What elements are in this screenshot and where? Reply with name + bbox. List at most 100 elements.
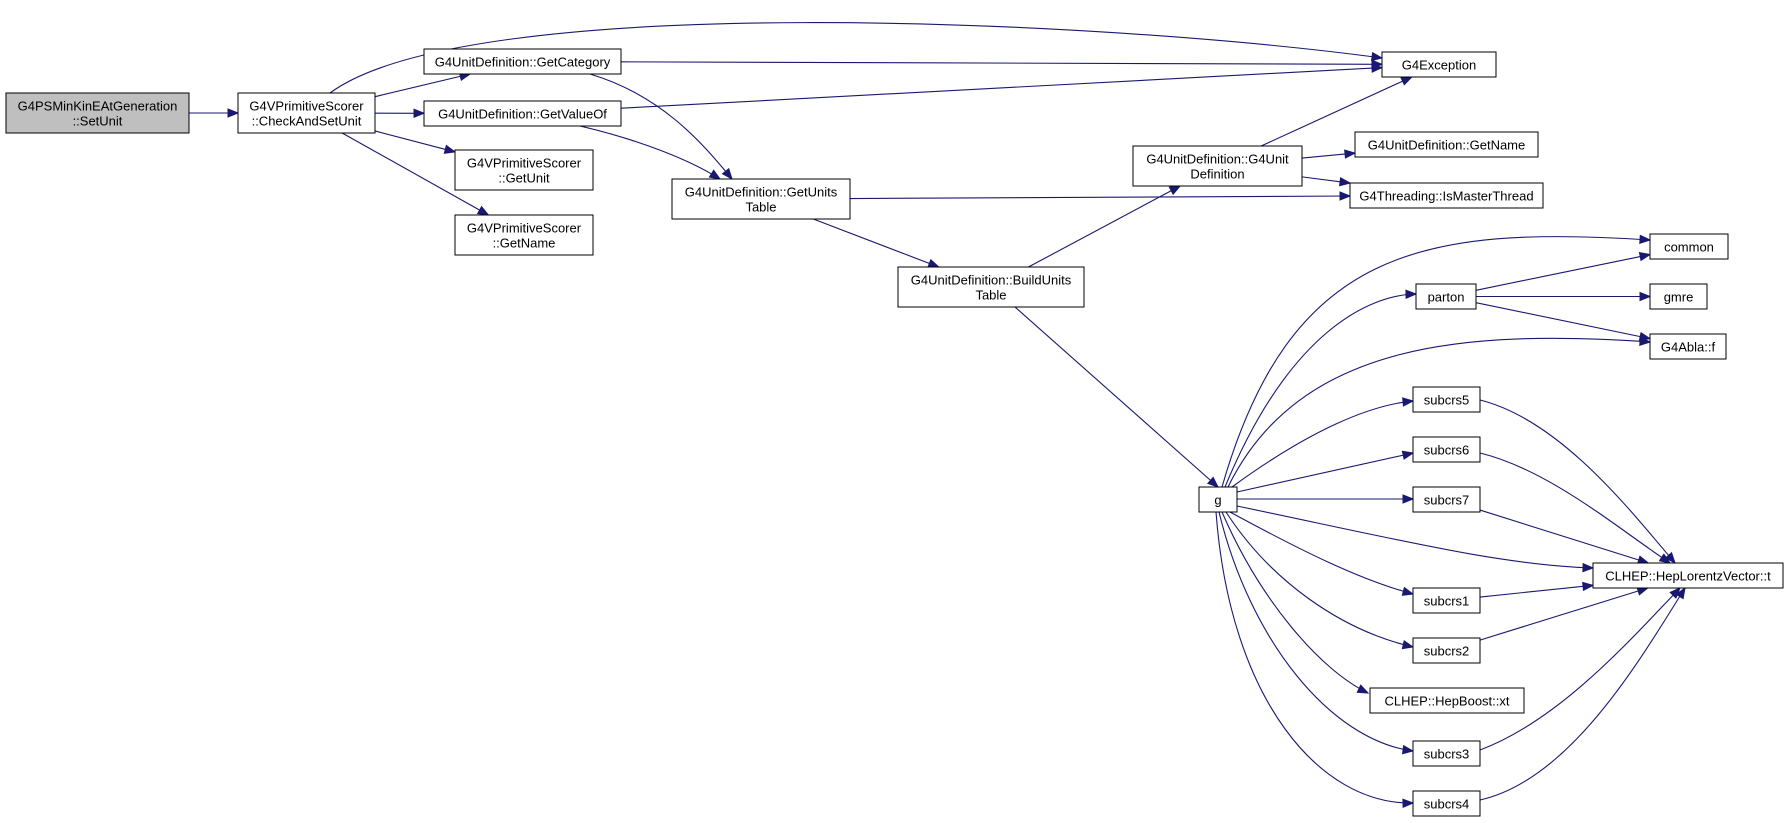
node-box (1381, 51, 1497, 78)
node-box (671, 178, 851, 220)
edge-line (589, 73, 733, 180)
node-label: G4UnitDefinition::GetCategory (435, 55, 611, 70)
node-subcrs6[interactable]: subcrs6 (1412, 436, 1481, 463)
node-subcrs7[interactable]: subcrs7 (1412, 486, 1481, 513)
node-label: Definition (1190, 167, 1244, 182)
node-g4abla-f[interactable]: G4Abla::f (1649, 333, 1727, 360)
node-label: G4VPrimitiveScorer (467, 221, 582, 236)
node-heplorentzvector-t[interactable]: CLHEP::HepLorentzVector::t (1592, 562, 1784, 589)
node-subcrs2[interactable]: subcrs2 (1412, 637, 1481, 664)
node-getname-scorer[interactable]: G4VPrimitiveScorer::GetName (454, 214, 594, 256)
node-gmre[interactable]: gmre (1649, 283, 1708, 310)
edge-subcrs7-to-heplorentzvector-t (1479, 509, 1650, 565)
node-common[interactable]: common (1649, 233, 1729, 260)
arrowhead (413, 108, 426, 118)
edge-line (1028, 185, 1181, 268)
node-getvalueof[interactable]: G4UnitDefinition::GetValueOf (423, 100, 622, 127)
node-box (454, 214, 594, 256)
node-label: gmre (1664, 290, 1694, 305)
node-box (1412, 386, 1481, 413)
node-getunit[interactable]: G4VPrimitiveScorer::GetUnit (454, 149, 594, 191)
edge-subcrs2-to-heplorentzvector-t (1479, 586, 1650, 641)
node-label: G4UnitDefinition::GetName (1368, 138, 1526, 153)
edge-g-to-parton (1224, 289, 1418, 488)
edge-line (1260, 76, 1412, 147)
node-label: CLHEP::HepLorentzVector::t (1605, 569, 1771, 584)
node-root[interactable]: G4PSMinKinEAtGeneration::SetUnit (5, 92, 190, 134)
node-label: G4Exception (1402, 58, 1476, 73)
edge-g4unitdefinition-to-getname-unitdef (1301, 149, 1357, 159)
edge-g-to-subcrs5 (1231, 397, 1415, 488)
node-label: subcrs3 (1424, 747, 1470, 762)
node-label: G4Abla::f (1661, 340, 1716, 355)
node-label: G4VPrimitiveScorer (467, 156, 582, 171)
edge-line (813, 218, 939, 268)
node-box (1415, 283, 1477, 310)
node-label: subcrs5 (1424, 393, 1470, 408)
arrowhead (1339, 191, 1352, 201)
node-box (5, 92, 190, 134)
node-ismasterthread[interactable]: G4Threading::IsMasterThread (1349, 182, 1544, 209)
edge-line (849, 195, 1351, 200)
arrowhead (1638, 331, 1652, 342)
arrowhead (1371, 63, 1384, 73)
node-label: Table (745, 200, 776, 215)
node-g[interactable]: g (1198, 486, 1238, 513)
node-label: ::GetName (493, 236, 556, 251)
node-label: subcrs7 (1424, 493, 1470, 508)
node-subcrs3[interactable]: subcrs3 (1412, 740, 1481, 767)
arrowhead (1400, 76, 1413, 86)
node-label: ::SetUnit (73, 114, 123, 129)
edge-line (1224, 293, 1417, 488)
arrowhead (708, 169, 722, 180)
node-label: G4Threading::IsMasterThread (1359, 189, 1533, 204)
edge-line (1479, 587, 1686, 801)
arrowhead (721, 167, 733, 181)
call-edges (189, 22, 1686, 808)
arrowhead (1370, 51, 1384, 62)
node-g4exception[interactable]: G4Exception (1381, 51, 1497, 78)
node-subcrs5[interactable]: subcrs5 (1412, 386, 1481, 413)
node-label: G4UnitDefinition::GetUnits (685, 185, 838, 200)
edge-g-to-subcrs3 (1218, 511, 1415, 755)
arrowhead (1338, 177, 1352, 187)
edge-getunitstable-to-buildunitstable (813, 218, 940, 268)
arrowhead (443, 144, 457, 154)
edge-line (1479, 587, 1648, 641)
node-label: G4UnitDefinition::GetValueOf (438, 107, 607, 122)
node-label: parton (1428, 290, 1465, 305)
node-subcrs1[interactable]: subcrs1 (1412, 587, 1481, 614)
edge-line (1221, 511, 1369, 694)
node-parton[interactable]: parton (1415, 283, 1477, 310)
arrowhead (1344, 149, 1357, 159)
edge-checkandsetunit-to-getname-scorer (341, 132, 490, 216)
node-box (1349, 182, 1544, 209)
node-box (1369, 687, 1525, 714)
edge-line (1479, 452, 1671, 564)
edge-line (579, 125, 721, 180)
edge-parton-to-common (1475, 251, 1652, 291)
node-box (1412, 637, 1481, 664)
node-label: common (1664, 240, 1714, 255)
edge-line (1236, 505, 1594, 569)
edge-line (1475, 302, 1651, 340)
node-box (237, 92, 376, 134)
arrowhead (1402, 397, 1415, 407)
node-label: subcrs4 (1424, 797, 1470, 812)
edge-g-to-subcrs2 (1225, 511, 1415, 650)
node-checkandsetunit[interactable]: G4VPrimitiveScorer::CheckAndSetUnit (237, 92, 376, 134)
node-g4unitdefinition[interactable]: G4UnitDefinition::G4UnitDefinition (1132, 145, 1303, 187)
arrowhead (1639, 234, 1652, 245)
edge-buildunitstable-to-g (1014, 306, 1220, 488)
node-label: CLHEP::HepBoost::xt (1385, 694, 1510, 709)
edge-line (1221, 236, 1651, 488)
node-subcrs4[interactable]: subcrs4 (1412, 790, 1481, 817)
arrowhead (227, 108, 240, 118)
edge-checkandsetunit-to-getvalueof (374, 108, 426, 118)
node-getname-unitdef[interactable]: G4UnitDefinition::GetName (1354, 131, 1539, 158)
node-getcategory[interactable]: G4UnitDefinition::GetCategory (423, 48, 622, 75)
node-hepboost-xt[interactable]: CLHEP::HepBoost::xt (1369, 687, 1525, 714)
arrowhead (1405, 289, 1418, 299)
